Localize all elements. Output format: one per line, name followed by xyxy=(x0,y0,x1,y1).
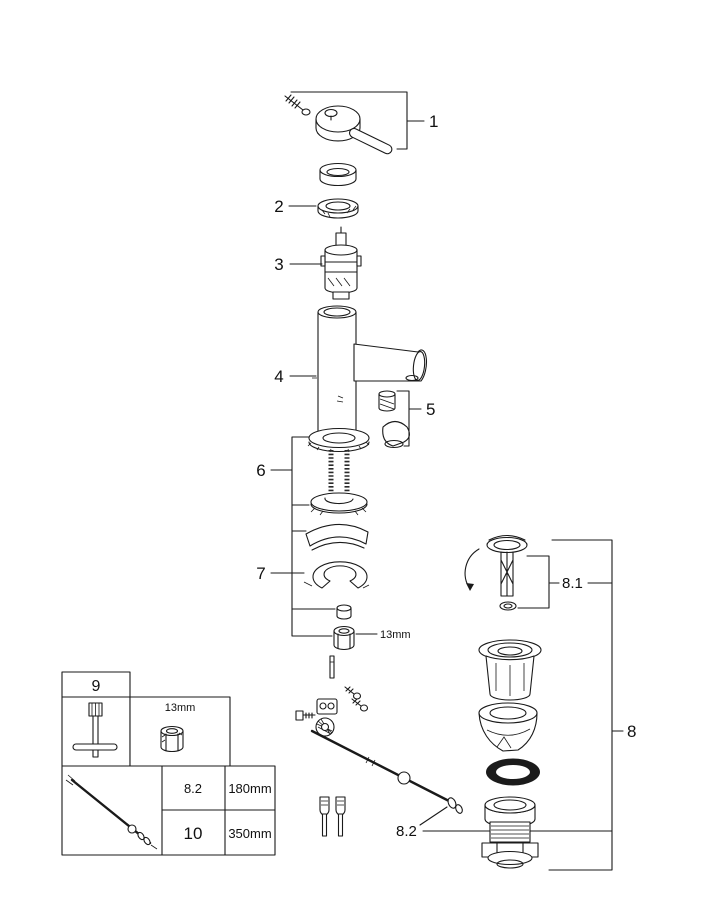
part-5-bracket xyxy=(396,390,422,447)
part-8-1-bracket xyxy=(517,555,560,609)
part-8-2-label: 8.2 xyxy=(396,823,417,840)
table-part-8-2: 8.2 xyxy=(184,781,202,796)
rod-joint-parts xyxy=(295,686,369,737)
part-4-label: 4 xyxy=(274,367,283,386)
tool-box: 9 xyxy=(61,671,131,767)
part-3-cartridge: 3 xyxy=(274,226,362,300)
part-6-fixing-set: 6 xyxy=(256,427,370,516)
part-8-label: 8 xyxy=(627,722,636,741)
table-part-10: 10 xyxy=(184,824,203,843)
split-pin xyxy=(329,655,335,679)
wrench-size-callout: 13mm xyxy=(380,629,411,641)
part-1-bracket xyxy=(290,91,425,150)
part-3-label: 3 xyxy=(274,255,283,274)
part-2-label: 2 xyxy=(274,197,283,216)
table-length-350mm: 350mm xyxy=(228,826,271,841)
part-4-faucet-body: 4 xyxy=(274,305,428,439)
mounting-tool xyxy=(72,702,118,758)
part-6-label: 6 xyxy=(256,461,265,480)
o-ring xyxy=(486,758,540,786)
hex-nut-sample xyxy=(160,725,184,753)
part-8-bracket: 8 xyxy=(548,539,636,871)
part-5-aerator-parts: 5 xyxy=(378,390,435,449)
drain-tailpiece xyxy=(481,796,539,869)
rotation-arrow xyxy=(464,548,480,590)
part-9-label: 9 xyxy=(92,678,101,695)
handle-lever-arm xyxy=(349,127,393,155)
rod-clips xyxy=(319,796,346,837)
vertical-popup-rod-drawing xyxy=(65,774,158,850)
handle-screw xyxy=(284,94,311,116)
horizontal-popup-rod xyxy=(310,729,463,814)
drain-flange xyxy=(478,639,542,701)
wrench-size-box-label: 13mm xyxy=(165,702,196,714)
part-8-1-drain-plug: 8.1 xyxy=(464,534,613,611)
table-length-180mm: 180mm xyxy=(228,781,271,796)
length-table: 8.2 180mm 10 350mm xyxy=(61,765,276,856)
part-7-clamp-set: 7 xyxy=(256,523,370,589)
hex-nut: 13mm xyxy=(333,625,411,651)
part-8-2-leader xyxy=(419,806,448,826)
part-1-lever-handle: 1 xyxy=(284,91,438,155)
left-leader-lines xyxy=(270,436,336,637)
part-8-1-label: 8.1 xyxy=(562,575,583,592)
part-7-label: 7 xyxy=(256,564,265,583)
spout xyxy=(353,343,428,382)
part-5-label: 5 xyxy=(426,400,435,419)
part-1-label: 1 xyxy=(429,112,438,131)
cone-gasket xyxy=(478,702,538,752)
wrench-size-box: 13mm xyxy=(129,696,231,767)
cap-nut xyxy=(336,604,352,620)
part-2-cap-and-ring: 2 xyxy=(274,162,359,219)
